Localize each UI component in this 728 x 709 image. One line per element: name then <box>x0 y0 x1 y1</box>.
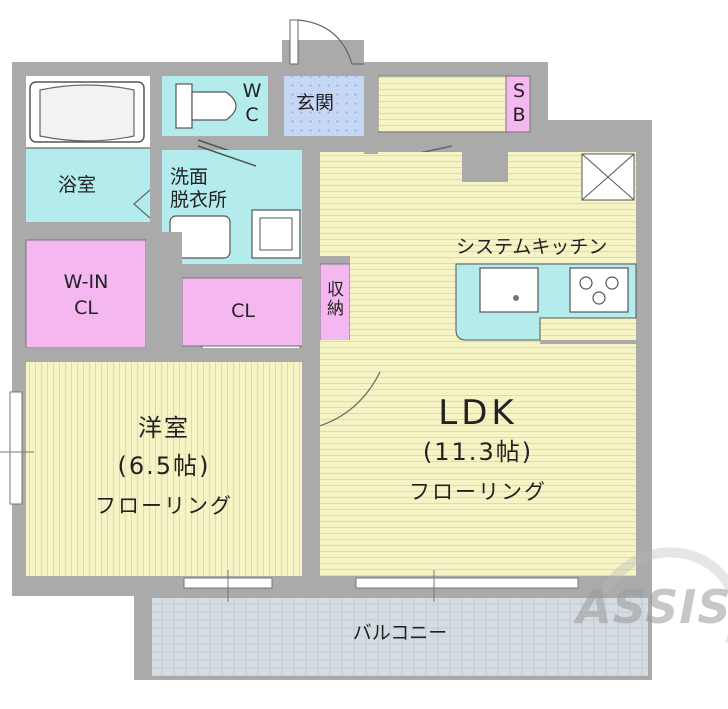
western-room <box>0 362 302 602</box>
balcony <box>134 594 652 680</box>
closet-label: CL <box>231 300 255 322</box>
storage-label: 収納 <box>323 280 343 318</box>
ldk-floor: フローリング <box>409 480 547 504</box>
kitchen-label: システムキッチン <box>456 236 608 258</box>
system-kitchen <box>455 263 637 341</box>
walk-in-closet-label: W-IN CL <box>63 271 109 319</box>
balcony-label: バルコニー <box>352 622 448 644</box>
wc-room <box>162 76 268 161</box>
bathroom-label: 浴室 <box>58 174 97 196</box>
floor-plan <box>0 19 652 680</box>
ldk-size: (11.3帖) <box>422 438 534 466</box>
western-room-size: (6.5帖) <box>117 452 211 480</box>
storage <box>319 263 351 347</box>
washroom-label: 洗面 脱衣所 <box>170 166 228 211</box>
western-room-name: 洋室 <box>138 414 190 442</box>
walk-in-closet <box>25 239 147 421</box>
entrance <box>284 19 364 136</box>
washroom <box>162 145 302 264</box>
assist-logo: ASSIST <box>576 580 728 634</box>
ldk-name: LDK <box>438 393 518 433</box>
shoe-box-label: S B <box>512 80 526 126</box>
entrance-label: 玄関 <box>296 92 335 114</box>
shoe-box <box>377 75 531 159</box>
interior-walls <box>12 70 652 596</box>
wc-label: W C <box>242 80 262 126</box>
western-room-floor: フローリング <box>95 494 233 518</box>
ldk <box>303 140 636 602</box>
bathroom <box>26 76 151 222</box>
